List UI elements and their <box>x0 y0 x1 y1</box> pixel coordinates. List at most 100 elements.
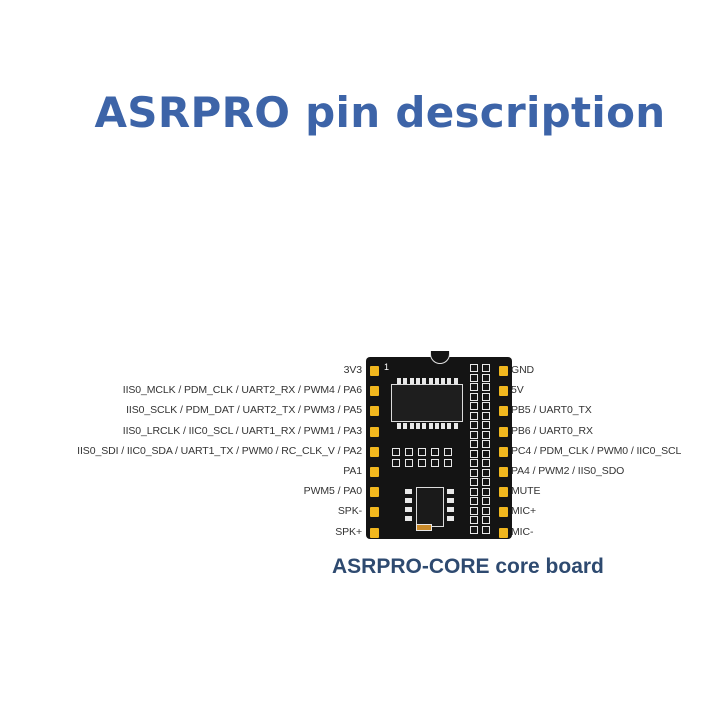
amplifier-pin <box>405 498 412 503</box>
right-pin-label: PB6 / UART0_RX <box>511 424 593 437</box>
header-pad <box>470 478 478 486</box>
header-pad <box>470 468 478 477</box>
chip-pin <box>447 423 452 429</box>
chip-pin <box>422 423 427 429</box>
chip-pin <box>441 378 446 384</box>
component-pad <box>405 459 413 467</box>
header-pad <box>482 478 490 486</box>
chip-pin <box>453 423 458 429</box>
header-pad <box>470 440 478 448</box>
header-pad <box>470 402 478 410</box>
page-title: ASRPRO pin description <box>94 88 666 137</box>
chip-pin <box>403 378 408 384</box>
amplifier-pin <box>447 489 454 494</box>
right-edge-pad <box>499 426 508 437</box>
left-edge-pad <box>370 386 379 397</box>
amplifier-pin <box>405 516 412 521</box>
capacitor <box>416 524 432 531</box>
header-pad <box>482 468 490 477</box>
left-edge-pad <box>370 406 379 417</box>
header-pad <box>482 373 490 382</box>
header-pad <box>482 402 490 410</box>
right-pin-label: MUTE <box>511 485 541 498</box>
header-pad <box>470 459 478 467</box>
chip-pin <box>428 423 433 429</box>
chip-pin <box>428 378 433 384</box>
header-pad <box>482 525 490 534</box>
header-pad <box>470 506 478 515</box>
header-pad <box>482 440 490 448</box>
chip-pin <box>441 423 446 429</box>
left-pin-label: SPK- <box>337 505 362 518</box>
component-pad <box>418 448 426 456</box>
pin-one-marker: 1 <box>384 362 390 372</box>
header-pad <box>482 392 490 401</box>
right-pin-label: MIC+ <box>511 505 536 518</box>
chip-pin <box>397 378 401 384</box>
left-pin-label: IIS0_SDI / IIC0_SDA / UART1_TX / PWM0 / … <box>77 444 362 457</box>
main-chip <box>391 384 463 422</box>
left-pin-label: PA1 <box>343 465 362 477</box>
right-pin-label: MIC- <box>511 525 534 538</box>
header-pad <box>482 421 490 429</box>
left-edge-pad <box>370 507 379 518</box>
chip-pin <box>434 423 439 429</box>
amplifier-pin <box>405 489 412 494</box>
header-pad <box>470 430 478 439</box>
header-pad <box>470 392 478 401</box>
right-edge-pad <box>499 406 508 417</box>
left-edge-pad <box>370 487 379 498</box>
header-pad <box>470 411 478 420</box>
component-pad <box>431 459 439 467</box>
left-pin-label: IIS0_LRCLK / IIC0_SCL / UART1_RX / PWM1 … <box>122 424 362 437</box>
chip-pin <box>434 378 439 384</box>
left-pin-label: SPK+ <box>335 525 362 538</box>
left-edge-pad <box>370 446 379 457</box>
header-pad <box>482 449 490 458</box>
amplifier-pin <box>447 498 454 503</box>
left-edge-pad <box>370 366 379 376</box>
left-pin-label: IIS0_SCLK / PDM_DAT / UART2_TX / PWM3 / … <box>126 404 362 417</box>
amplifier-pin <box>447 516 454 521</box>
amplifier-pin <box>405 507 412 512</box>
header-pad <box>470 516 478 524</box>
left-pin-label: PWM5 / PA0 <box>303 485 362 498</box>
chip-pin <box>453 378 458 384</box>
right-pin-label: 5V <box>511 384 524 397</box>
header-pad <box>470 364 478 372</box>
chip-pin <box>447 378 452 384</box>
header-pad <box>482 459 490 467</box>
header-pad <box>482 506 490 515</box>
header-pad <box>470 497 478 505</box>
right-edge-pad <box>499 487 508 498</box>
component-pad <box>392 459 400 467</box>
left-pin-label: 3V3 <box>343 364 362 376</box>
left-edge-pad <box>370 527 379 538</box>
component-pad <box>392 448 400 456</box>
header-pad <box>482 430 490 439</box>
header-pad <box>482 516 490 524</box>
left-edge-pad <box>370 467 379 477</box>
header-pad <box>470 525 478 534</box>
chip-pin <box>409 423 414 429</box>
header-pad <box>470 449 478 458</box>
chip-pin <box>409 378 414 384</box>
right-pin-label: GND <box>511 364 535 376</box>
right-edge-pad <box>499 467 508 477</box>
chip-pin <box>415 423 420 429</box>
chip-pin <box>397 423 401 429</box>
right-edge-pad <box>499 386 508 397</box>
right-edge-pad <box>499 527 508 538</box>
right-edge-pad <box>499 366 508 376</box>
header-pad <box>482 497 490 505</box>
left-pin-label: IIS0_MCLK / PDM_CLK / UART2_RX / PWM4 / … <box>122 384 362 397</box>
chip-pin <box>403 423 408 429</box>
right-edge-pad <box>499 446 508 457</box>
component-pad <box>444 448 452 456</box>
chip-pin <box>415 378 420 384</box>
component-pad <box>405 448 413 456</box>
chip-pin <box>422 378 427 384</box>
component-pad <box>418 459 426 467</box>
right-pin-label: PA4 / PWM2 / IIS0_SDO <box>511 465 625 477</box>
header-pad <box>470 421 478 429</box>
